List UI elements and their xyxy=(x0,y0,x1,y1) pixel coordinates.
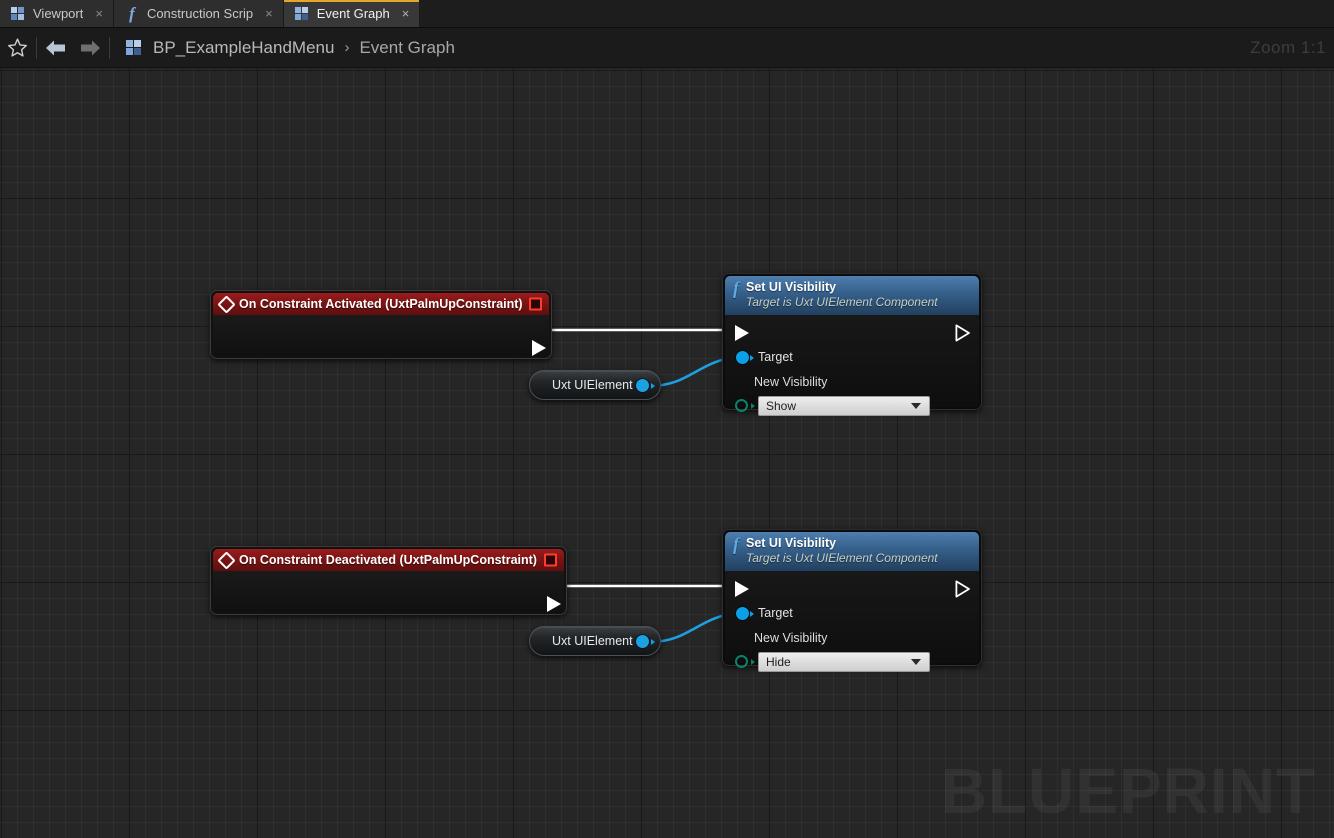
set-ui-visibility-node-show[interactable]: f Set UI Visibility Target is Uxt UIElem… xyxy=(722,273,982,416)
enum-input-pin-arrow xyxy=(751,403,755,409)
new-visibility-label: New Visibility xyxy=(754,631,828,645)
object-output-pin-arrow xyxy=(651,382,655,389)
blueprint-watermark: BLUEPRINT xyxy=(940,755,1316,827)
tab-close-icon[interactable]: × xyxy=(95,6,103,21)
dropdown-value: Show xyxy=(766,399,797,413)
on-constraint-deactivated-node[interactable]: On Constraint Deactivated (UxtPalmUpCons… xyxy=(210,546,567,615)
breadcrumb-toolbar: BP_ExampleHandMenu › Event Graph Zoom 1:… xyxy=(0,28,1334,68)
tab-label: Event Graph xyxy=(316,6,390,21)
new-visibility-dropdown[interactable]: Show xyxy=(758,396,930,416)
uxt-uielement-variable-bottom[interactable]: Uxt UIElement xyxy=(529,626,661,656)
node-body: Target New Visibility Hide xyxy=(725,571,979,672)
editor-tab-bar: Viewport × f Construction Scrip × Event … xyxy=(0,0,1334,28)
new-visibility-label: New Visibility xyxy=(754,375,828,389)
node-header: On Constraint Activated (UxtPalmUpConstr… xyxy=(213,293,549,315)
delegate-pin-icon[interactable] xyxy=(529,297,542,311)
toolbar-divider xyxy=(36,36,37,59)
target-pin-label: Target xyxy=(758,350,793,364)
event-graph-canvas[interactable]: BLUEPRINT On Constraint Activated (UxtPa… xyxy=(0,68,1334,838)
function-fx-icon: f xyxy=(129,4,135,23)
arrow-left-icon[interactable] xyxy=(39,28,73,68)
tab-construction-script[interactable]: f Construction Scrip × xyxy=(113,0,284,27)
on-constraint-activated-node[interactable]: On Constraint Activated (UxtPalmUpConstr… xyxy=(210,290,552,359)
star-icon[interactable] xyxy=(0,28,34,68)
tab-label: Construction Scrip xyxy=(146,6,254,21)
tab-label: Viewport xyxy=(33,6,84,21)
node-body xyxy=(213,571,564,612)
target-pin-label: Target xyxy=(758,606,793,620)
function-fx-icon: f xyxy=(733,278,739,298)
breadcrumb-leaf[interactable]: Event Graph xyxy=(359,37,455,57)
object-output-pin[interactable] xyxy=(636,379,649,392)
enum-input-pin-arrow xyxy=(751,659,755,665)
wire-layer xyxy=(547,328,741,644)
dropdown-value: Hide xyxy=(766,655,791,669)
event-diamond-icon xyxy=(217,294,236,314)
target-input-pin[interactable] xyxy=(736,351,749,364)
chevron-down-icon xyxy=(911,659,921,665)
enum-input-pin[interactable] xyxy=(735,655,748,668)
set-ui-visibility-node-hide[interactable]: f Set UI Visibility Target is Uxt UIElem… xyxy=(722,529,982,672)
new-visibility-dropdown[interactable]: Hide xyxy=(758,652,930,672)
enum-input-pin[interactable] xyxy=(735,399,748,412)
object-output-pin[interactable] xyxy=(636,635,649,648)
target-input-pin[interactable] xyxy=(736,607,749,620)
target-input-pin-arrow xyxy=(750,610,754,617)
uxt-uielement-variable-top[interactable]: Uxt UIElement xyxy=(529,370,661,400)
node-title: On Constraint Activated (UxtPalmUpConstr… xyxy=(239,297,523,311)
event-graph-grid-icon xyxy=(294,7,309,20)
node-body xyxy=(213,315,549,356)
chevron-right-icon: › xyxy=(344,39,350,56)
node-header: On Constraint Deactivated (UxtPalmUpCons… xyxy=(213,549,564,571)
chevron-down-icon xyxy=(911,403,921,409)
node-body: Target New Visibility Show xyxy=(725,315,979,416)
zoom-level-label: Zoom 1:1 xyxy=(1250,38,1326,57)
variable-name-label: Uxt UIElement xyxy=(552,634,633,648)
function-fx-icon: f xyxy=(733,534,739,554)
toolbar-divider xyxy=(109,36,110,59)
tab-close-icon[interactable]: × xyxy=(401,6,410,21)
arrow-right-icon[interactable] xyxy=(73,28,107,68)
tab-close-icon[interactable]: × xyxy=(265,6,273,21)
node-header: f Set UI Visibility Target is Uxt UIElem… xyxy=(725,532,979,571)
tab-event-graph[interactable]: Event Graph × xyxy=(283,0,421,27)
delegate-pin-icon[interactable] xyxy=(544,553,557,567)
viewport-grid-icon xyxy=(11,7,25,20)
object-output-pin-arrow xyxy=(651,638,655,645)
node-subtitle: Target is Uxt UIElement Component xyxy=(746,551,938,565)
event-diamond-icon xyxy=(217,550,236,570)
node-title: Set UI Visibility xyxy=(746,536,837,550)
node-title: On Constraint Deactivated (UxtPalmUpCons… xyxy=(239,553,537,567)
breadcrumb: BP_ExampleHandMenu › Event Graph xyxy=(126,38,455,58)
tab-viewport[interactable]: Viewport × xyxy=(0,0,114,27)
target-input-pin-arrow xyxy=(750,354,754,361)
node-subtitle: Target is Uxt UIElement Component xyxy=(746,295,938,309)
variable-name-label: Uxt UIElement xyxy=(552,378,633,392)
node-header: f Set UI Visibility Target is Uxt UIElem… xyxy=(725,276,979,315)
event-graph-grid-icon xyxy=(126,40,143,55)
breadcrumb-root[interactable]: BP_ExampleHandMenu xyxy=(153,37,335,57)
node-title: Set UI Visibility xyxy=(746,280,837,294)
